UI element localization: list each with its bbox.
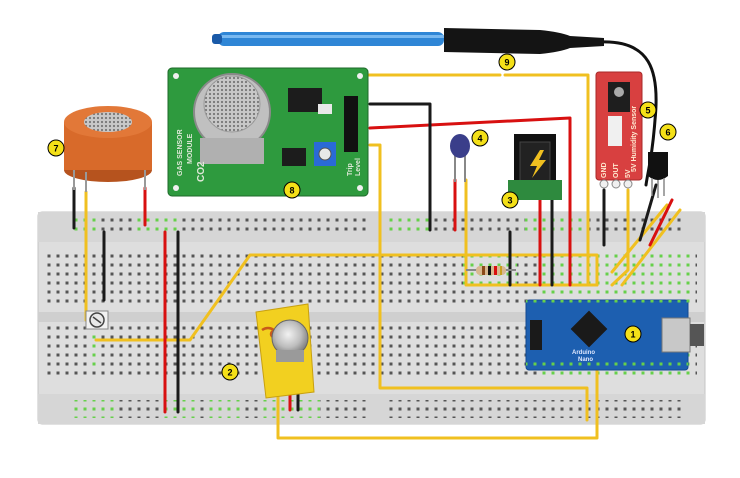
- callout-7: 7: [47, 139, 65, 157]
- dc-jack: [508, 134, 562, 200]
- rf-receiver: [255, 303, 315, 399]
- gas-sensor-model: CO2: [196, 161, 207, 182]
- callout-9: 9: [498, 53, 516, 71]
- arduino-label-2: Nano: [578, 357, 593, 363]
- callout-5: 5: [639, 101, 657, 119]
- wire-yellow-probe: [503, 73, 590, 287]
- humidity-pin-5v: 5V: [625, 169, 632, 178]
- callout-4: 4: [471, 129, 489, 147]
- humidity-pin-gnd: GND: [601, 162, 608, 178]
- gas-sensor-pin-trip: Trip: [347, 163, 354, 176]
- wire-yellow-hum2: [620, 208, 682, 287]
- wire-yellow-trip: [368, 143, 589, 422]
- resistor: [466, 266, 516, 275]
- svg-text:1: 1: [630, 330, 635, 340]
- wire-red-gas: [368, 116, 572, 287]
- mq-sensor: [64, 106, 152, 192]
- svg-text:8: 8: [289, 186, 294, 196]
- wire-black-gas: [368, 102, 432, 232]
- callout-3: 3: [501, 191, 519, 209]
- gas-sensor-pin-level: Level: [355, 158, 362, 176]
- svg-text:3: 3: [507, 196, 512, 206]
- callout-8: 8: [283, 181, 301, 199]
- humidity-pin-out: OUT: [613, 163, 620, 179]
- wire-red-hum: [648, 198, 674, 247]
- wire-yellow-hum1: [610, 188, 630, 287]
- humidity-sensor: 5V Humidity Sensor GND OUT 5V: [595, 71, 643, 189]
- humidity-sensor-title: 5V Humidity Sensor: [631, 106, 638, 172]
- wire-black-hum2: [638, 183, 658, 242]
- svg-text:5: 5: [645, 106, 650, 116]
- wire-yellow-pot: [94, 253, 599, 342]
- wire-yellow-bottom: [276, 358, 599, 440]
- arduino-nano: Arduino Nano: [525, 299, 704, 371]
- callout-2: 2: [221, 363, 239, 381]
- thermistor: [450, 134, 470, 182]
- lightning-icon: [530, 150, 546, 178]
- ph-probe: [212, 28, 604, 54]
- wires: [72, 40, 682, 440]
- svg-text:2: 2: [227, 368, 232, 378]
- temperature-sensor: [648, 152, 668, 198]
- svg-text:9: 9: [504, 58, 509, 68]
- svg-text:4: 4: [477, 134, 482, 144]
- gas-sensor-subtitle: MODULE: [187, 133, 194, 164]
- callouts: 1 2 3 4 5 6 7 8 9: [47, 53, 677, 381]
- trimmer-potentiometer: [85, 310, 109, 330]
- gas-sensor-module: GAS SENSOR MODULE CO2 Trip Level: [167, 67, 369, 197]
- callout-1: 1: [624, 325, 642, 343]
- callout-6: 6: [659, 123, 677, 141]
- svg-text:7: 7: [53, 144, 58, 154]
- gas-sensor-title: GAS SENSOR: [177, 129, 184, 176]
- svg-text:6: 6: [665, 128, 670, 138]
- arduino-label-1: Arduino: [572, 350, 595, 356]
